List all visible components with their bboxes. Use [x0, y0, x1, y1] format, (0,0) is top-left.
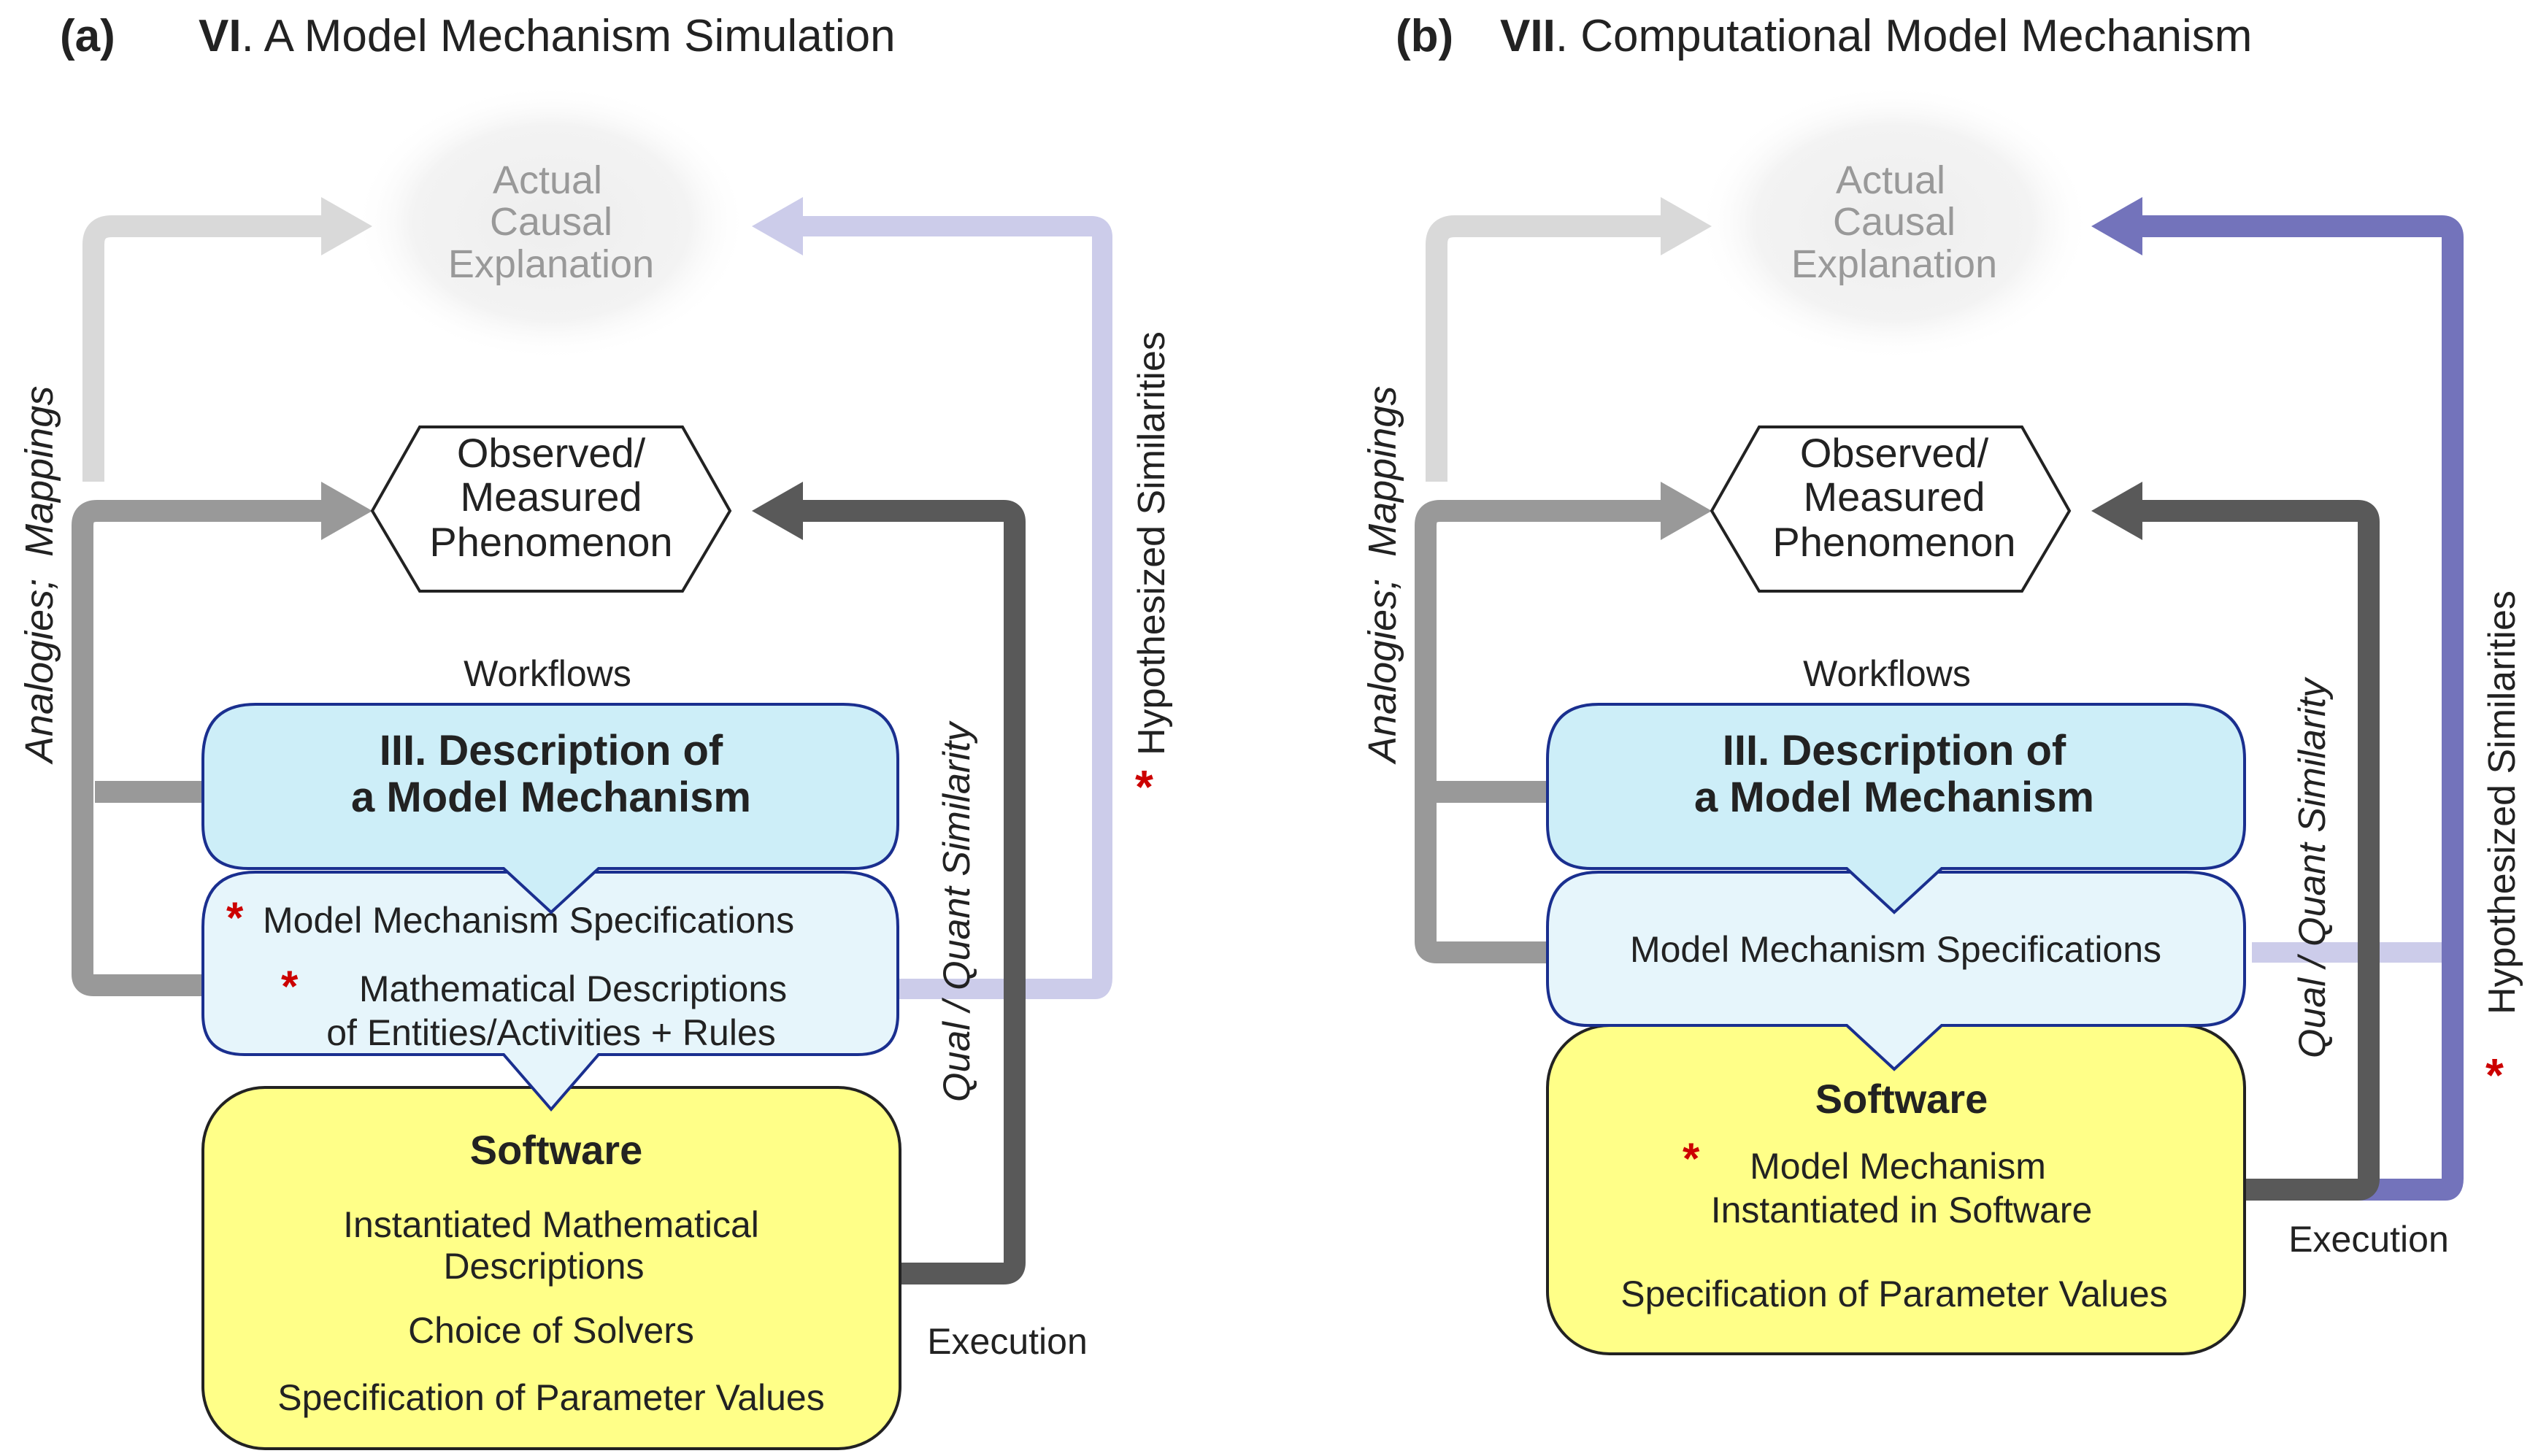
specifications-box	[201, 871, 899, 1112]
description-box-b	[1546, 703, 2246, 914]
spec-1-star: *	[226, 893, 244, 942]
spec-2-line-2: of Entities/Activities + Rules	[326, 1012, 776, 1053]
qual-quant-arrowhead	[752, 482, 803, 540]
software-line-3-b: Specification of Parameter Values	[1620, 1274, 2167, 1314]
panel-b: (b) VII. Computational Model Mechanism A…	[1361, 11, 2523, 1355]
actual-line-1: Actual	[493, 158, 602, 202]
panel-b-title: VII. Computational Model Mechanism	[1500, 11, 2252, 61]
actual-causal-glow	[354, 84, 748, 361]
execution-label: Execution	[927, 1321, 1088, 1362]
software-line-3: Choice of Solvers	[408, 1310, 694, 1351]
spec-1-text: Model Mechanism Specifications	[263, 900, 794, 941]
actual-causal-glow-b	[1697, 84, 2091, 361]
specifications-box-b	[1546, 871, 2246, 1071]
mappings-arrow-outer	[72, 500, 332, 996]
actual-line-2-b: Causal	[1833, 200, 1956, 244]
software-star-b: *	[1683, 1134, 1700, 1183]
description-line-2: a Model Mechanism	[351, 774, 751, 821]
hypothesized-arrow-b	[2131, 215, 2464, 1201]
actual-line-3: Explanation	[448, 242, 654, 286]
panel-a-label: (a)	[60, 11, 115, 61]
software-line-1: Instantiated Mathematical	[343, 1204, 759, 1245]
actual-line-3-b: Explanation	[1791, 242, 1997, 286]
qual-quant-label-b: Qual / Quant Similarity	[2291, 677, 2334, 1058]
software-title-b: Software	[1815, 1076, 1988, 1122]
actual-line-1-b: Actual	[1836, 158, 1945, 202]
analogies-label-b: Analogies;Mappings	[1361, 386, 1404, 765]
description-line-2-b: a Model Mechanism	[1694, 774, 2094, 821]
description-line-1-b: III. Description of	[1723, 727, 2066, 774]
panel-a-title: VI. A Model Mechanism Simulation	[199, 11, 896, 61]
mappings-arrowhead	[321, 482, 372, 540]
observed-line-2: Measured	[460, 474, 642, 520]
analogies-label: Analogies;Mappings	[18, 386, 61, 765]
qual-quant-arrowhead-b	[2091, 482, 2142, 540]
analogies-arrowhead-light-b	[1661, 197, 1712, 255]
qual-quant-arrow-b	[2131, 500, 2380, 1201]
software-title: Software	[470, 1127, 643, 1173]
software-line-1-b: Model Mechanism	[1750, 1146, 2046, 1187]
analogies-arrowhead-light	[321, 197, 372, 255]
observed-line-3: Phenomenon	[429, 519, 672, 565]
hypothesized-star: *	[1135, 760, 1153, 813]
hypothesized-label: Hypothesized Similarities	[1131, 331, 1173, 755]
observed-line-1: Observed/	[457, 430, 646, 476]
spec-2-star: *	[281, 962, 299, 1011]
observed-line-2-b: Measured	[1803, 474, 1985, 520]
workflows-label: Workflows	[464, 653, 631, 694]
software-line-4: Specification of Parameter Values	[277, 1377, 824, 1418]
panel-b-label: (b)	[1396, 11, 1453, 61]
software-line-2: Descriptions	[443, 1246, 644, 1287]
mappings-arrow-outer-b	[1415, 500, 1672, 963]
qual-quant-arrow	[792, 500, 1026, 1284]
spec-1-text-b: Model Mechanism Specifications	[1630, 929, 2161, 970]
hypothesized-star-b: *	[2485, 1049, 2504, 1101]
hypothesized-label-b: Hypothesized Similarities	[2481, 590, 2523, 1014]
observed-hexagon	[370, 425, 732, 593]
workflows-label-b: Workflows	[1803, 653, 1971, 694]
execution-label-b: Execution	[2288, 1219, 2449, 1260]
description-line-1: III. Description of	[380, 727, 723, 774]
actual-line-2: Causal	[490, 200, 612, 244]
panel-a: (a) VI. A Model Mechanism Simulation Act…	[18, 11, 1173, 1450]
software-line-2-b: Instantiated in Software	[1711, 1190, 2093, 1230]
observed-line-1-b: Observed/	[1800, 430, 1989, 476]
mappings-arrowhead-b	[1661, 482, 1712, 540]
hypothesized-arrowhead	[752, 197, 803, 255]
observed-line-3-b: Phenomenon	[1772, 519, 2015, 565]
analogies-arrow-light-b	[1426, 215, 1672, 482]
qual-quant-label: Qual / Quant Similarity	[936, 720, 978, 1102]
hypothesized-arrow	[792, 216, 1112, 999]
spec-2-line-1: Mathematical Descriptions	[359, 968, 787, 1009]
observed-hexagon-b	[1710, 425, 2072, 593]
description-box	[201, 703, 899, 914]
hypothesized-arrowhead-b	[2091, 197, 2142, 255]
analogies-arrow-light	[82, 215, 332, 482]
